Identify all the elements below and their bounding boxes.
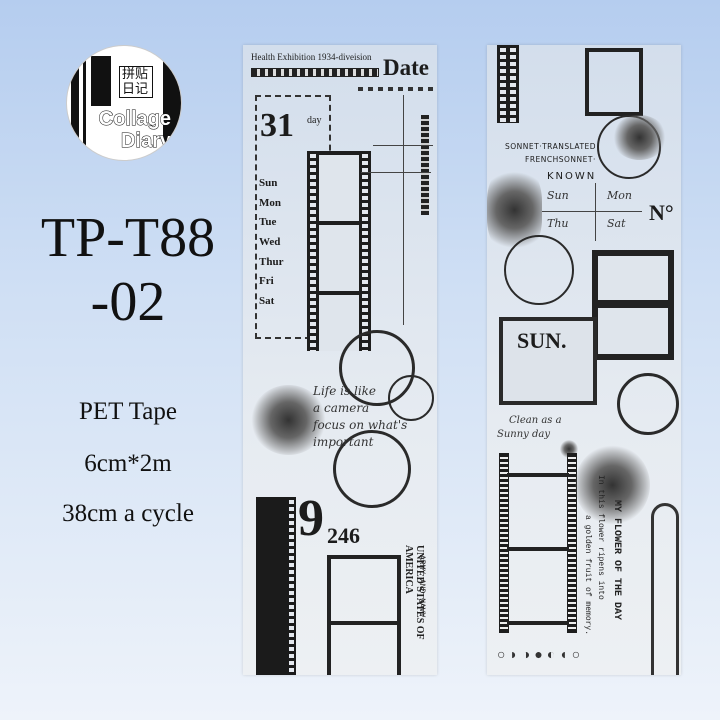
coffee-ring (617, 373, 679, 435)
spec-material: PET Tape (78, 398, 177, 425)
sonnet-line3: KNOWN (547, 171, 597, 182)
sun-label: SUN. (517, 328, 567, 353)
logo-text-line1: Collage (98, 108, 171, 131)
dotted-line (358, 87, 436, 91)
black-film-strip (256, 497, 296, 675)
flower-line2: a golden fruit of memory. (583, 515, 592, 636)
weekday-sat: Sat (259, 295, 275, 307)
sun-frame (499, 317, 597, 405)
coffee-ring (333, 430, 411, 508)
weekday-tue: Tue (259, 216, 277, 228)
quote-line: Life is like (313, 384, 377, 398)
weekday-thur: Thur (259, 256, 284, 268)
film-strip-top (497, 45, 519, 123)
stamp-line1: UNITED STATES OF AMERICA (403, 545, 425, 640)
pill-frame (651, 503, 679, 675)
spec-cycle: 38cm a cycle (62, 500, 194, 527)
stamp-line2: ARMY AND NAVY (417, 555, 426, 618)
logo-chinese-text: 拼贴日记 (119, 66, 153, 98)
big-number: 9 (298, 490, 324, 547)
day-label: day (307, 115, 322, 126)
weekday-fri: Fri (259, 275, 274, 287)
spec-size: 6cm*2m (84, 450, 172, 477)
script-quote: Life is like a camera focus on what's im… (313, 383, 407, 451)
tape-strip-right: SONNET·TRANSLATED FRENCHSONNET· KNOWN Su… (487, 45, 681, 675)
coffee-ring (388, 375, 434, 421)
square-frame (585, 48, 643, 116)
film-frames (592, 250, 674, 360)
small-number: 246 (327, 523, 360, 548)
weekday-sun: Sun (259, 177, 278, 189)
flower-line1: In this flower ripens into (596, 475, 605, 600)
quote-line: important (313, 435, 374, 449)
grid-day-thu: Thu (547, 217, 569, 230)
moon-phases-icon: ○◗◑●◐◖○ (497, 648, 585, 663)
grid-day-sat: Sat (607, 217, 626, 230)
sonnet-line1: SONNET·TRANSLATED (505, 142, 597, 151)
number-sign: N° (649, 200, 674, 225)
script-line1: Clean as a (509, 415, 562, 426)
logo-text-line2: Diary (120, 130, 171, 153)
film-strip-frame (307, 151, 371, 351)
grid-day-mon: Mon (607, 189, 632, 202)
side-film-bar (421, 115, 429, 215)
sonnet-line2: FRENCHSONNET· (525, 155, 596, 164)
date-label: Date (383, 55, 429, 80)
film-strip-bottom (499, 453, 577, 633)
weekday-wed: Wed (259, 236, 281, 248)
brand-logo: 拼贴日记 Collage Diary (66, 45, 182, 161)
quote-line: focus on what's (313, 418, 408, 432)
product-code-line2: -02 (90, 271, 166, 333)
ink-blot (612, 115, 667, 160)
ink-blot (575, 445, 650, 525)
product-code-line1: TP-T88 (40, 207, 216, 269)
coffee-ring (339, 330, 415, 406)
flower-title: MY FLOWER OF THE DAY (611, 500, 622, 621)
circle-outline (504, 235, 574, 305)
quote-line: a camera (313, 401, 370, 415)
script-line2: Sunny day (497, 429, 551, 440)
grid-day-sun: Sun (547, 189, 569, 202)
weekday-mon: Mon (259, 197, 281, 209)
tape-strip-left: Health Exhibition 1934-diveision Date 31… (243, 45, 437, 675)
day-number: 31 (260, 107, 294, 144)
strip-header: Health Exhibition 1934-diveision (251, 52, 372, 62)
ink-blot (251, 385, 326, 455)
film-perforation-bar (251, 68, 379, 77)
photo-frame (327, 555, 401, 675)
